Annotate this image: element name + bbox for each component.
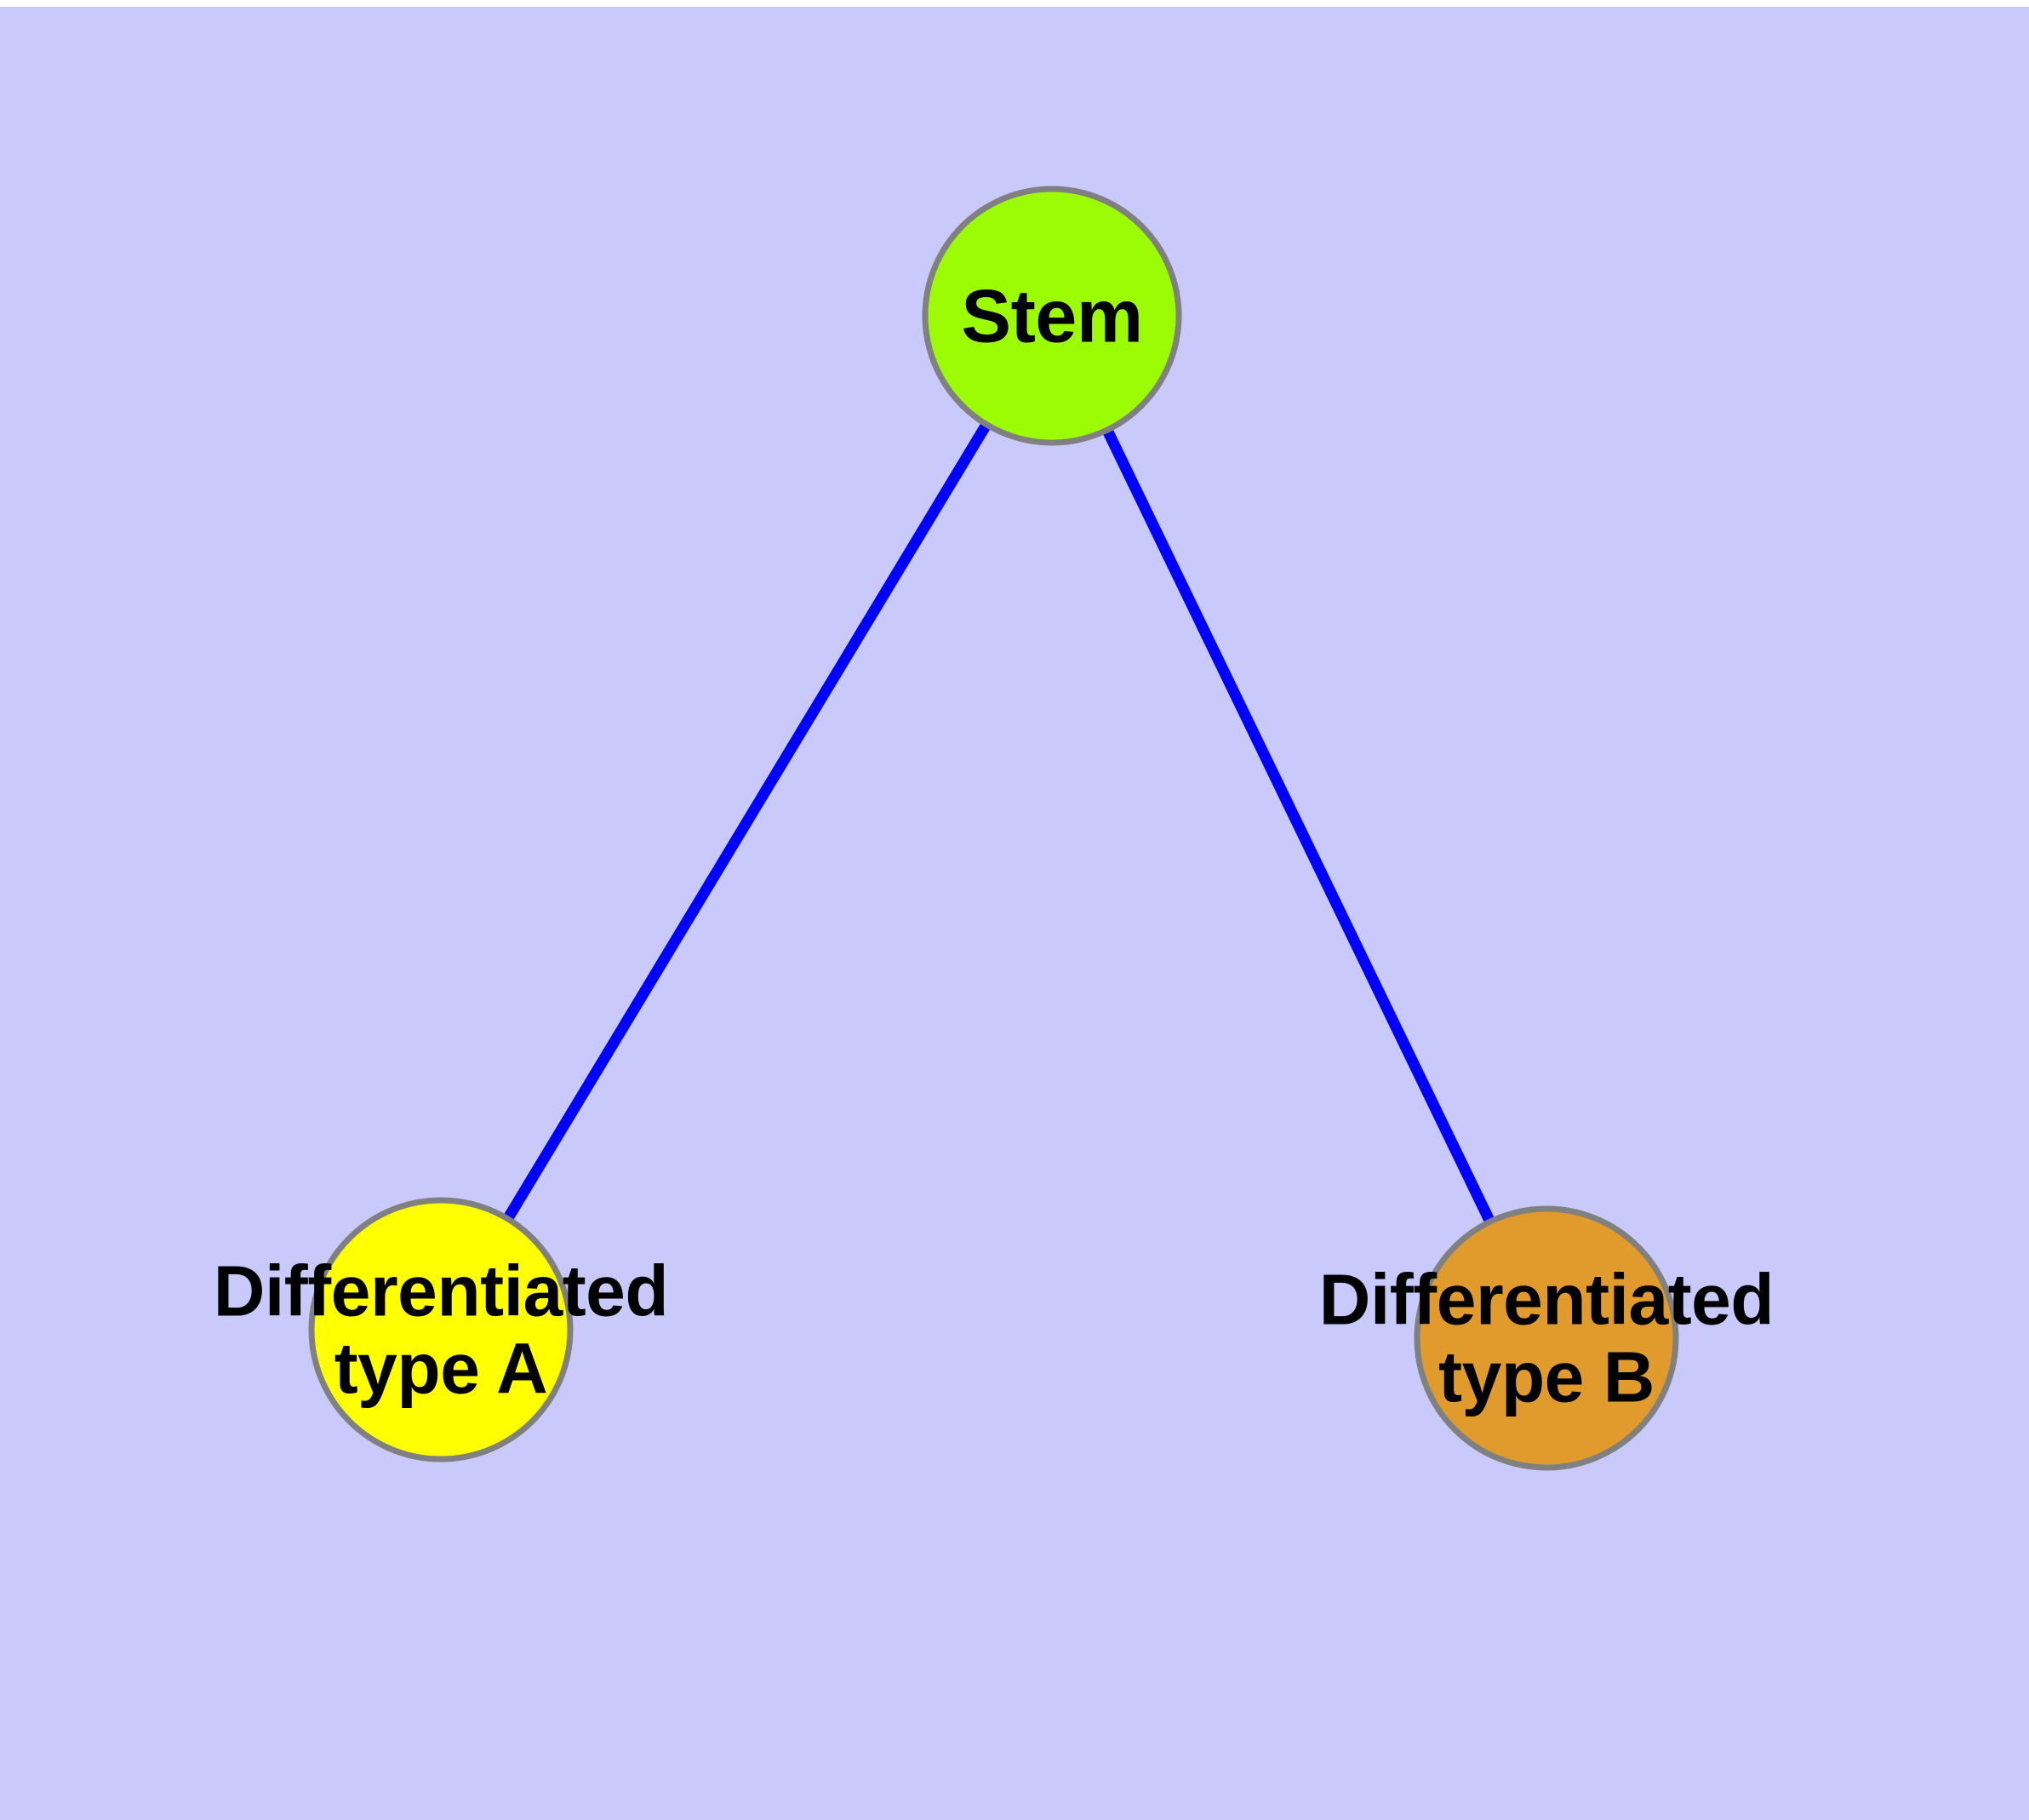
edge-layer [436,312,1552,1341]
graph-edge [436,312,1057,1333]
graph-node-stem[interactable] [922,186,1182,446]
graph-node-diff_b[interactable] [1414,1205,1679,1471]
graph-edge [1047,313,1552,1341]
node-layer [308,186,1679,1471]
graph-node-diff_a[interactable] [308,1197,574,1462]
graph-svg [308,186,1679,1471]
